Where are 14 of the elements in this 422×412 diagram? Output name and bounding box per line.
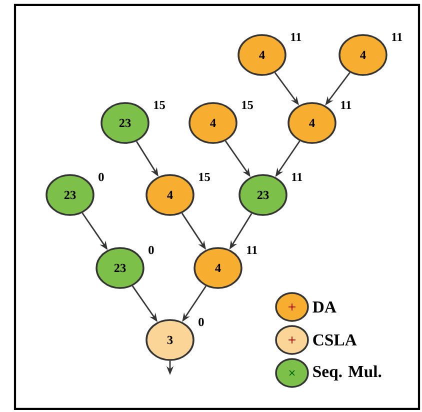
delay-label: 11: [291, 32, 302, 42]
legend-label: CSLA: [313, 334, 357, 346]
legend-label: DA: [312, 301, 336, 312]
delay-label: 0: [198, 318, 204, 326]
delay-label: 11: [292, 172, 302, 182]
delay-label: 11: [341, 100, 352, 110]
delay-label: 15: [199, 172, 210, 182]
delay-label: 11: [392, 32, 402, 42]
delay-label: 11: [247, 246, 258, 254]
delay-label: 0: [148, 246, 154, 254]
delay-label: 0: [98, 172, 104, 182]
delay-label: 15: [242, 100, 253, 110]
legend-label: Seq. Mul.: [313, 365, 382, 381]
delay-label: 15: [154, 100, 165, 110]
